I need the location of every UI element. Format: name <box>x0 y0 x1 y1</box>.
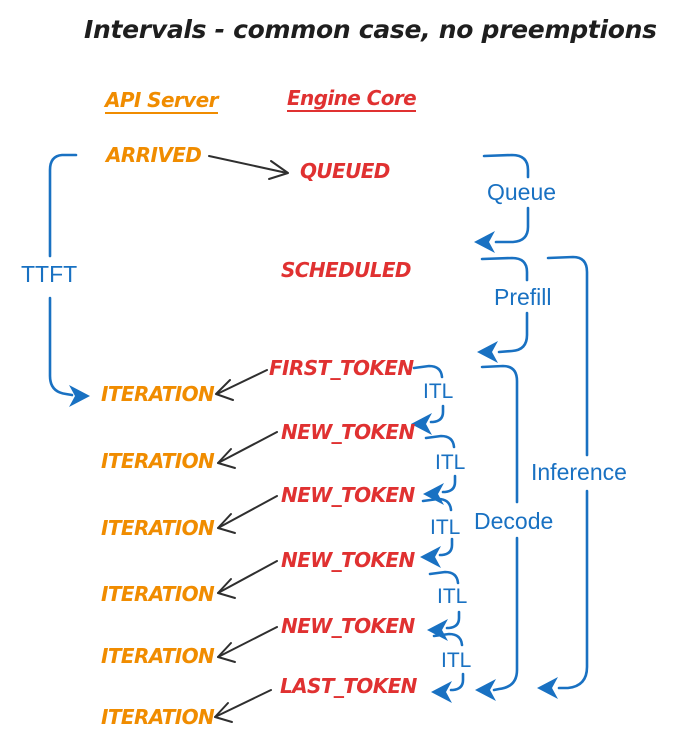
arrow-new-token-4-to-iteration-5 <box>217 626 278 663</box>
event-new-token-3: NEW_TOKEN <box>281 548 415 572</box>
event-iteration-3: ITERATION <box>101 516 215 540</box>
arrow-last-token-to-iteration-6 <box>214 689 272 723</box>
event-arrived: ARRIVED <box>106 143 202 167</box>
arrow-new-token-2-to-iteration-3 <box>217 495 278 534</box>
arrow-new-token-3-to-iteration-4 <box>217 560 278 599</box>
event-iteration-2: ITERATION <box>101 449 215 473</box>
decode-bracket <box>475 364 519 701</box>
interval-label-itl-1: ITL <box>423 380 454 403</box>
event-iteration-4: ITERATION <box>101 582 215 606</box>
column-header-api-server: API Server <box>105 88 218 114</box>
event-iteration-1: ITERATION <box>101 382 215 406</box>
interval-label-decode: Decode <box>474 508 554 534</box>
event-scheduled: SCHEDULED <box>281 258 412 282</box>
event-new-token-2: NEW_TOKEN <box>281 483 415 507</box>
event-new-token-1: NEW_TOKEN <box>281 420 415 444</box>
event-iteration-5: ITERATION <box>101 644 215 668</box>
event-last-token: LAST_TOKEN <box>280 674 417 698</box>
interval-label-inference: Inference <box>531 459 627 485</box>
arrow-arrived-to-queued <box>208 155 289 180</box>
column-header-engine-core: Engine Core <box>287 86 417 112</box>
queue-bracket <box>474 153 530 253</box>
event-first-token: FIRST_TOKEN <box>269 356 414 380</box>
interval-label-prefill: Prefill <box>494 284 552 310</box>
diagram-title: Intervals - common case, no preemptions <box>84 15 657 44</box>
interval-label-itl-2: ITL <box>435 451 466 474</box>
event-iteration-6: ITERATION <box>101 705 215 729</box>
interval-label-itl-5: ITL <box>441 649 472 672</box>
interval-label-itl-3: ITL <box>430 516 461 539</box>
ttft-bracket <box>48 153 90 407</box>
interval-label-itl-4: ITL <box>437 585 468 608</box>
arrow-first-token-to-iteration-1 <box>215 369 268 401</box>
event-new-token-4: NEW_TOKEN <box>281 614 415 638</box>
inference-bracket <box>537 255 589 699</box>
interval-label-ttft: TTFT <box>21 261 78 287</box>
interval-label-queue: Queue <box>487 179 557 205</box>
arrow-new-token-1-to-iteration-2 <box>217 431 278 469</box>
prefill-bracket <box>477 256 529 363</box>
event-queued: QUEUED <box>300 159 390 183</box>
